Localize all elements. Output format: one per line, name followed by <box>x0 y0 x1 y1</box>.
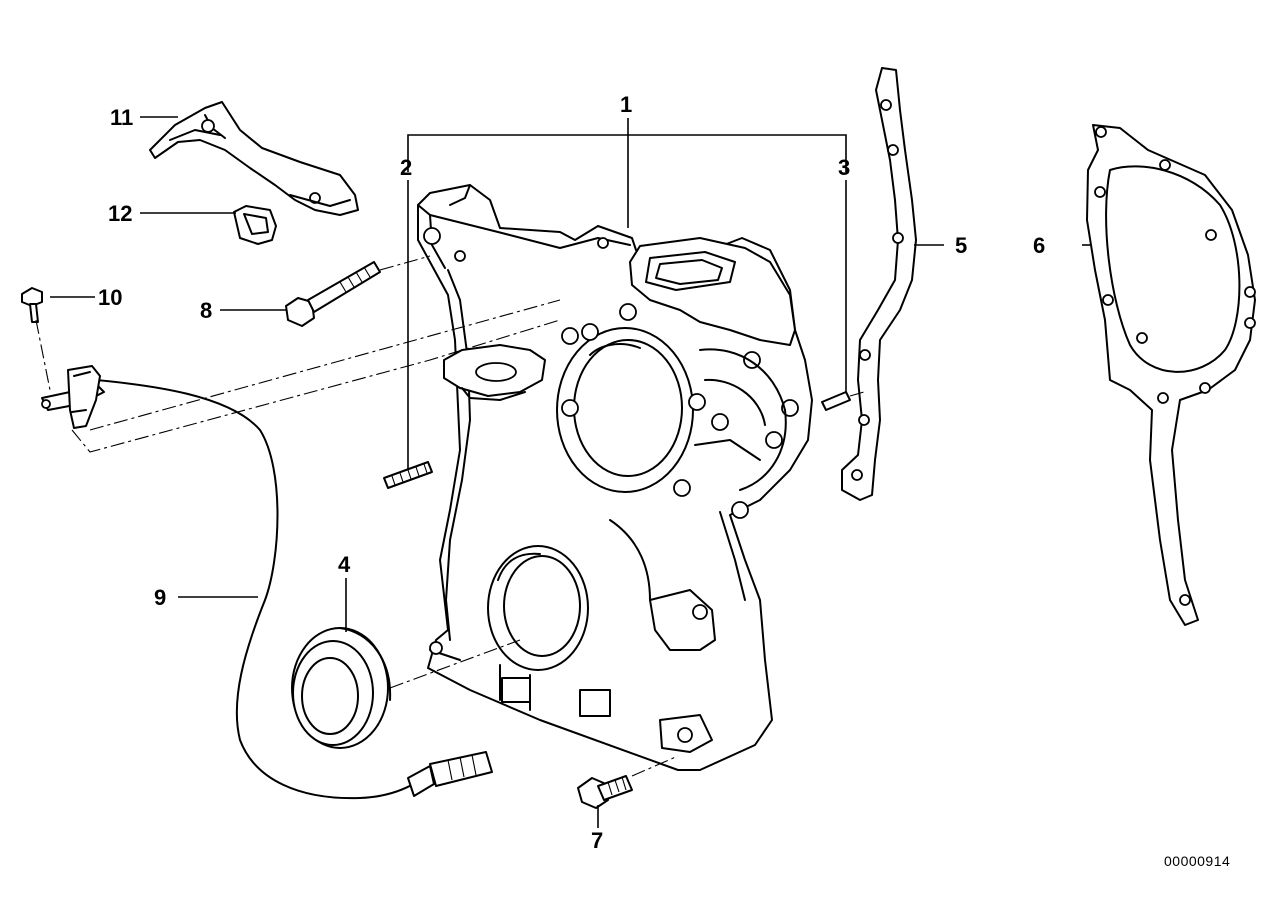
gasket-narrow <box>841 67 917 501</box>
speed-sensor-cable <box>41 365 493 800</box>
bolt-lower <box>577 775 633 809</box>
stud <box>383 461 433 489</box>
reference-number: 00000914 <box>1164 853 1230 869</box>
callout-9: 9 <box>154 585 166 610</box>
bolt-upper <box>285 261 381 327</box>
callout-4: 4 <box>338 552 351 577</box>
callout-11: 11 <box>110 105 133 130</box>
callout-7: 7 <box>591 828 603 853</box>
callout-5: 5 <box>955 233 967 258</box>
callout-2: 2 <box>400 155 412 180</box>
cover-bracket <box>149 101 359 216</box>
dowel-pin <box>821 391 851 411</box>
clip <box>233 205 277 245</box>
leader-lines <box>50 116 1090 828</box>
callout-12: 12 <box>108 201 132 226</box>
callout-10: 10 <box>98 285 122 310</box>
small-bolt <box>21 287 43 323</box>
callout-1: 1 <box>620 92 632 117</box>
callout-numbers: 1 2 3 4 5 6 7 8 9 10 11 12 <box>98 92 1045 853</box>
callout-8: 8 <box>200 298 212 323</box>
timing-case-cover <box>417 184 813 771</box>
callout-6: 6 <box>1033 233 1045 258</box>
callout-3: 3 <box>838 155 850 180</box>
shaft-seal <box>291 627 392 749</box>
bore-bolt-bosses <box>423 227 799 519</box>
gasket-large <box>1086 124 1256 626</box>
assembly-centerlines <box>35 255 865 777</box>
